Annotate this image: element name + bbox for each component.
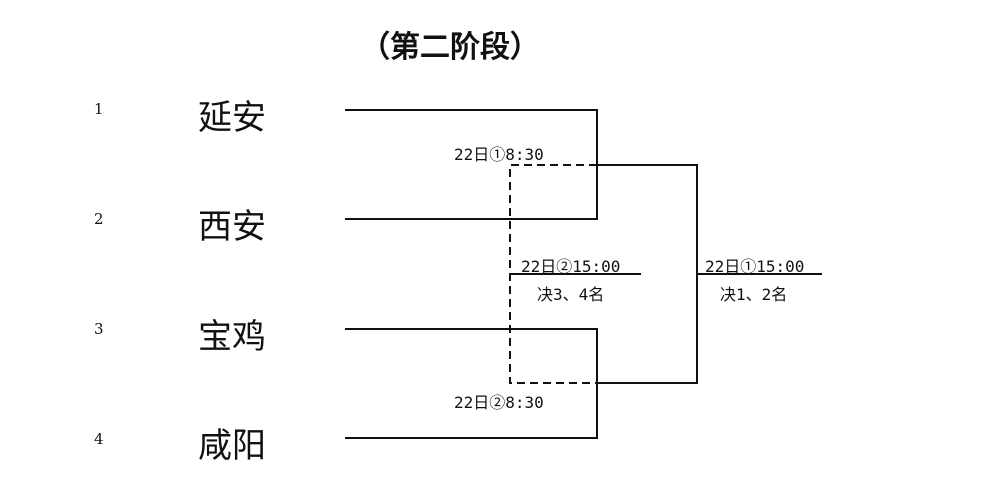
team-4: 咸阳	[198, 426, 266, 466]
team-3: 宝鸡	[198, 317, 266, 357]
third-place-label: 决3、4名	[537, 285, 605, 304]
team-2: 西安	[198, 207, 266, 247]
seed-2: 2	[94, 210, 104, 228]
seed-1: 1	[94, 100, 104, 118]
team-1: 延安	[198, 98, 266, 138]
final-label: 决1、2名	[720, 285, 788, 304]
semi2-time: 22日②8:30	[454, 393, 544, 412]
final-time: 22日①15:00	[705, 257, 805, 276]
seed-4: 4	[94, 430, 104, 448]
third-place-time: 22日②15:00	[521, 257, 621, 276]
page-title: （第二阶段）	[360, 30, 540, 65]
semi1-time: 22日①8:30	[454, 145, 544, 164]
third-place-dashed-bracket	[509, 164, 597, 384]
seed-3: 3	[94, 320, 104, 338]
